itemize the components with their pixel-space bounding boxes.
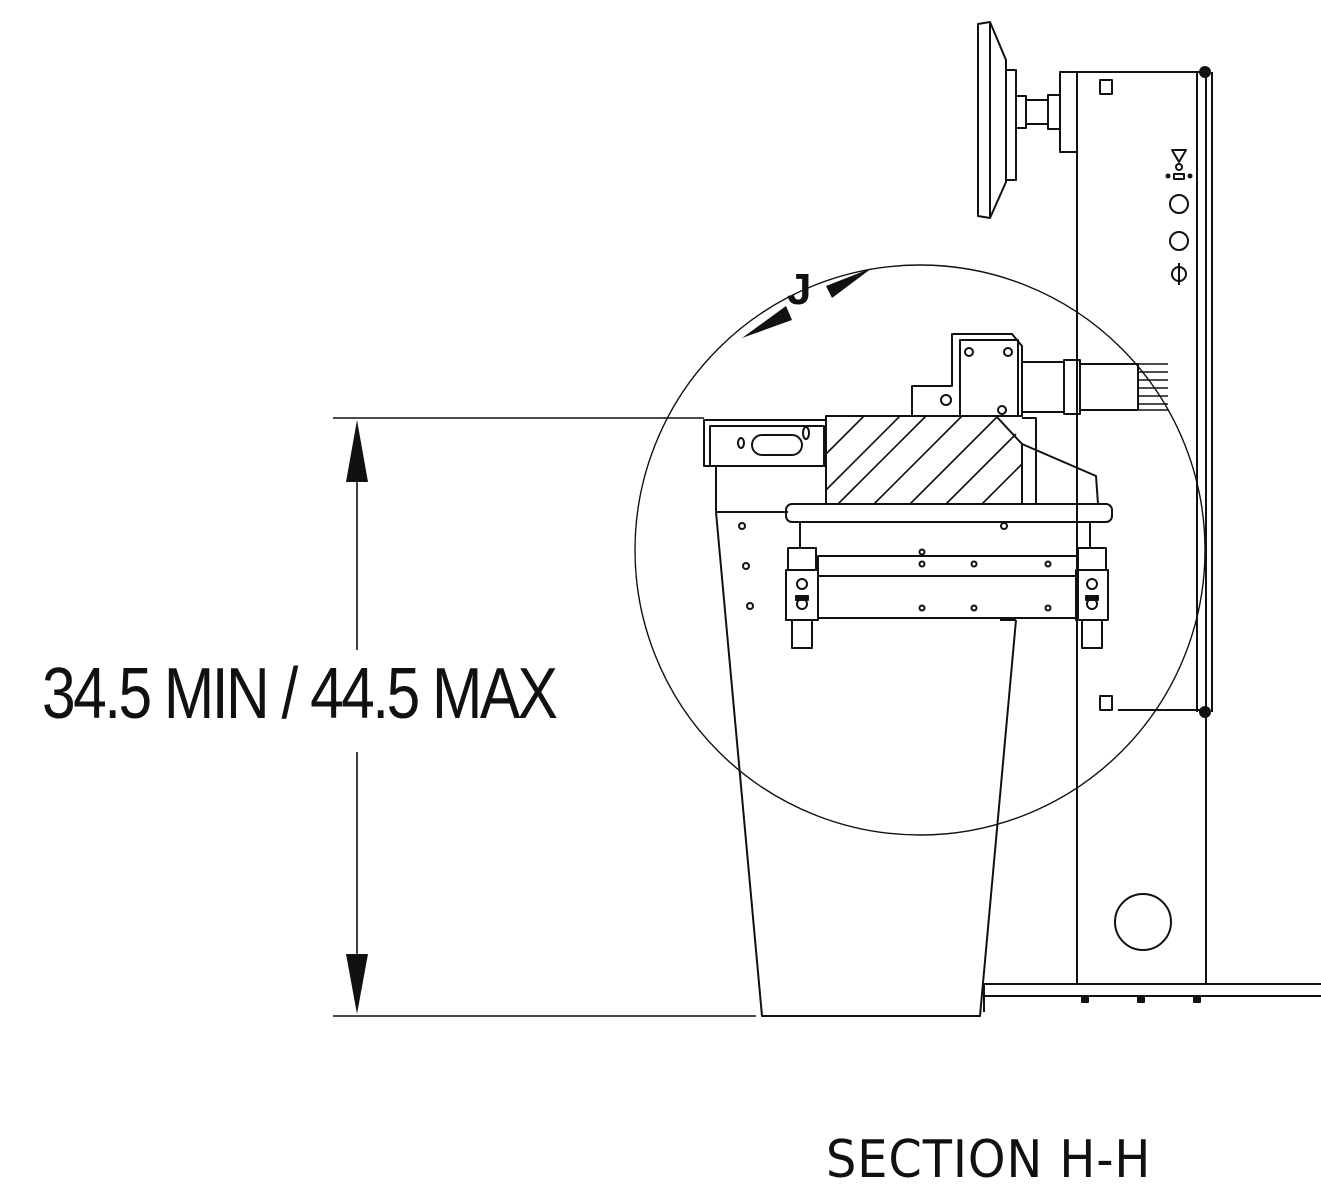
platform-slab <box>825 415 1099 505</box>
height-dimension-label: 34.5 MIN / 44.5 MAX <box>42 654 558 734</box>
column-tower <box>1076 66 1213 985</box>
base-plate <box>983 983 1321 1012</box>
right-extrusion <box>1075 547 1109 649</box>
section-title: SECTION H-H <box>826 1130 1152 1190</box>
dimension-arrow-top <box>346 420 368 482</box>
detail-j-arrows <box>742 268 872 338</box>
control-panel-icons <box>1165 149 1193 285</box>
detail-circle-j <box>634 264 1206 836</box>
cable-port <box>1114 893 1172 951</box>
table-frame <box>785 503 1113 619</box>
upper-bracket <box>911 333 1168 417</box>
left-clamp-block <box>703 419 827 467</box>
detail-j-label: J <box>787 265 812 314</box>
height-dimension <box>333 417 756 1017</box>
pedestal-body <box>715 466 1017 1017</box>
button-circle-top <box>1169 194 1189 214</box>
monitor <box>977 21 1078 219</box>
button-circle-middle <box>1169 231 1189 251</box>
left-extrusion <box>785 547 819 649</box>
dimension-arrow-bottom <box>346 954 368 1014</box>
